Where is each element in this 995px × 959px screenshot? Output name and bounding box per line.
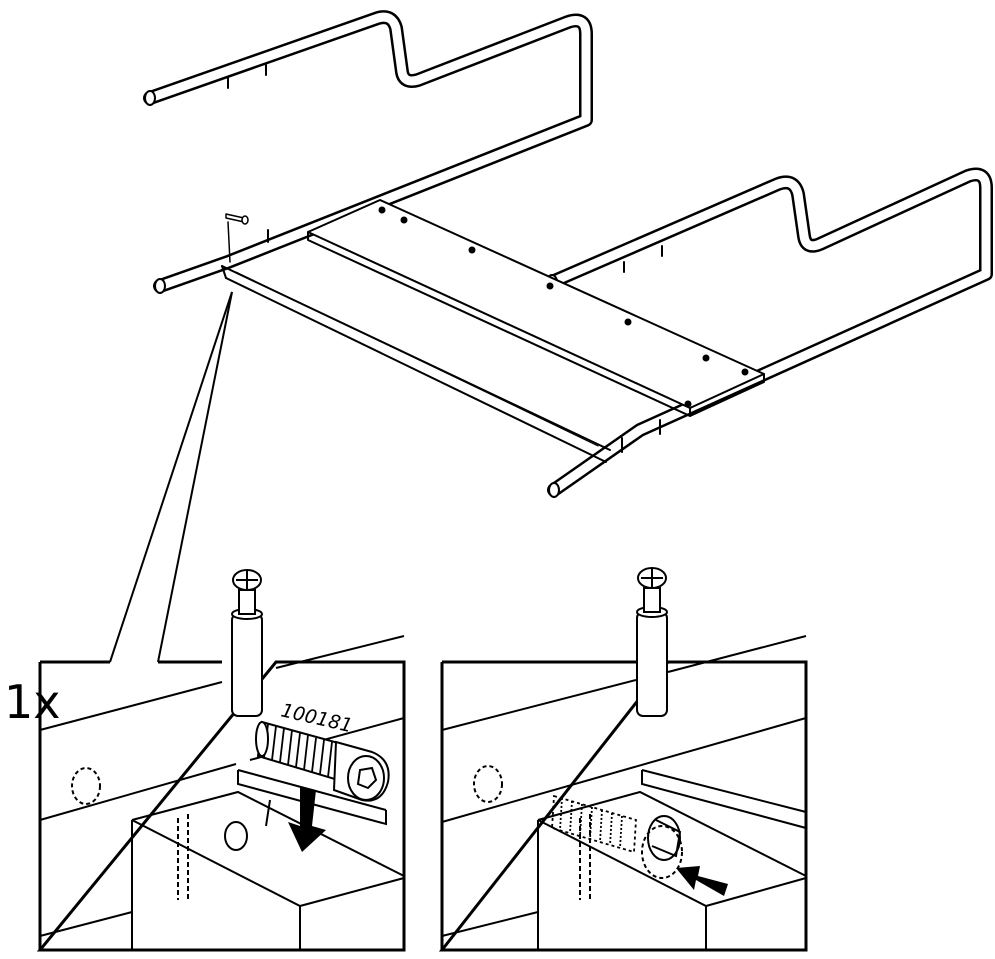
pin-bolt-icon xyxy=(636,567,668,717)
back-rod xyxy=(143,10,593,294)
detail-panel-right xyxy=(438,567,808,952)
allen-bolt-icon xyxy=(255,720,390,802)
right-panel-board xyxy=(441,635,807,823)
left-panel-rail xyxy=(39,769,405,950)
down-arrow-icon xyxy=(288,786,326,852)
pin-bolt-icon xyxy=(231,569,263,717)
small-bolt-icon xyxy=(225,213,249,263)
detail-panel-left: 1x xyxy=(4,569,406,952)
side-rail xyxy=(221,265,611,463)
callout-lines xyxy=(109,291,233,663)
inserted-bolt xyxy=(551,794,637,854)
center-board xyxy=(307,199,765,417)
quantity-label: 1x xyxy=(4,675,61,729)
right-arrow-icon xyxy=(676,866,728,896)
bed-frame-assembly xyxy=(143,10,993,498)
